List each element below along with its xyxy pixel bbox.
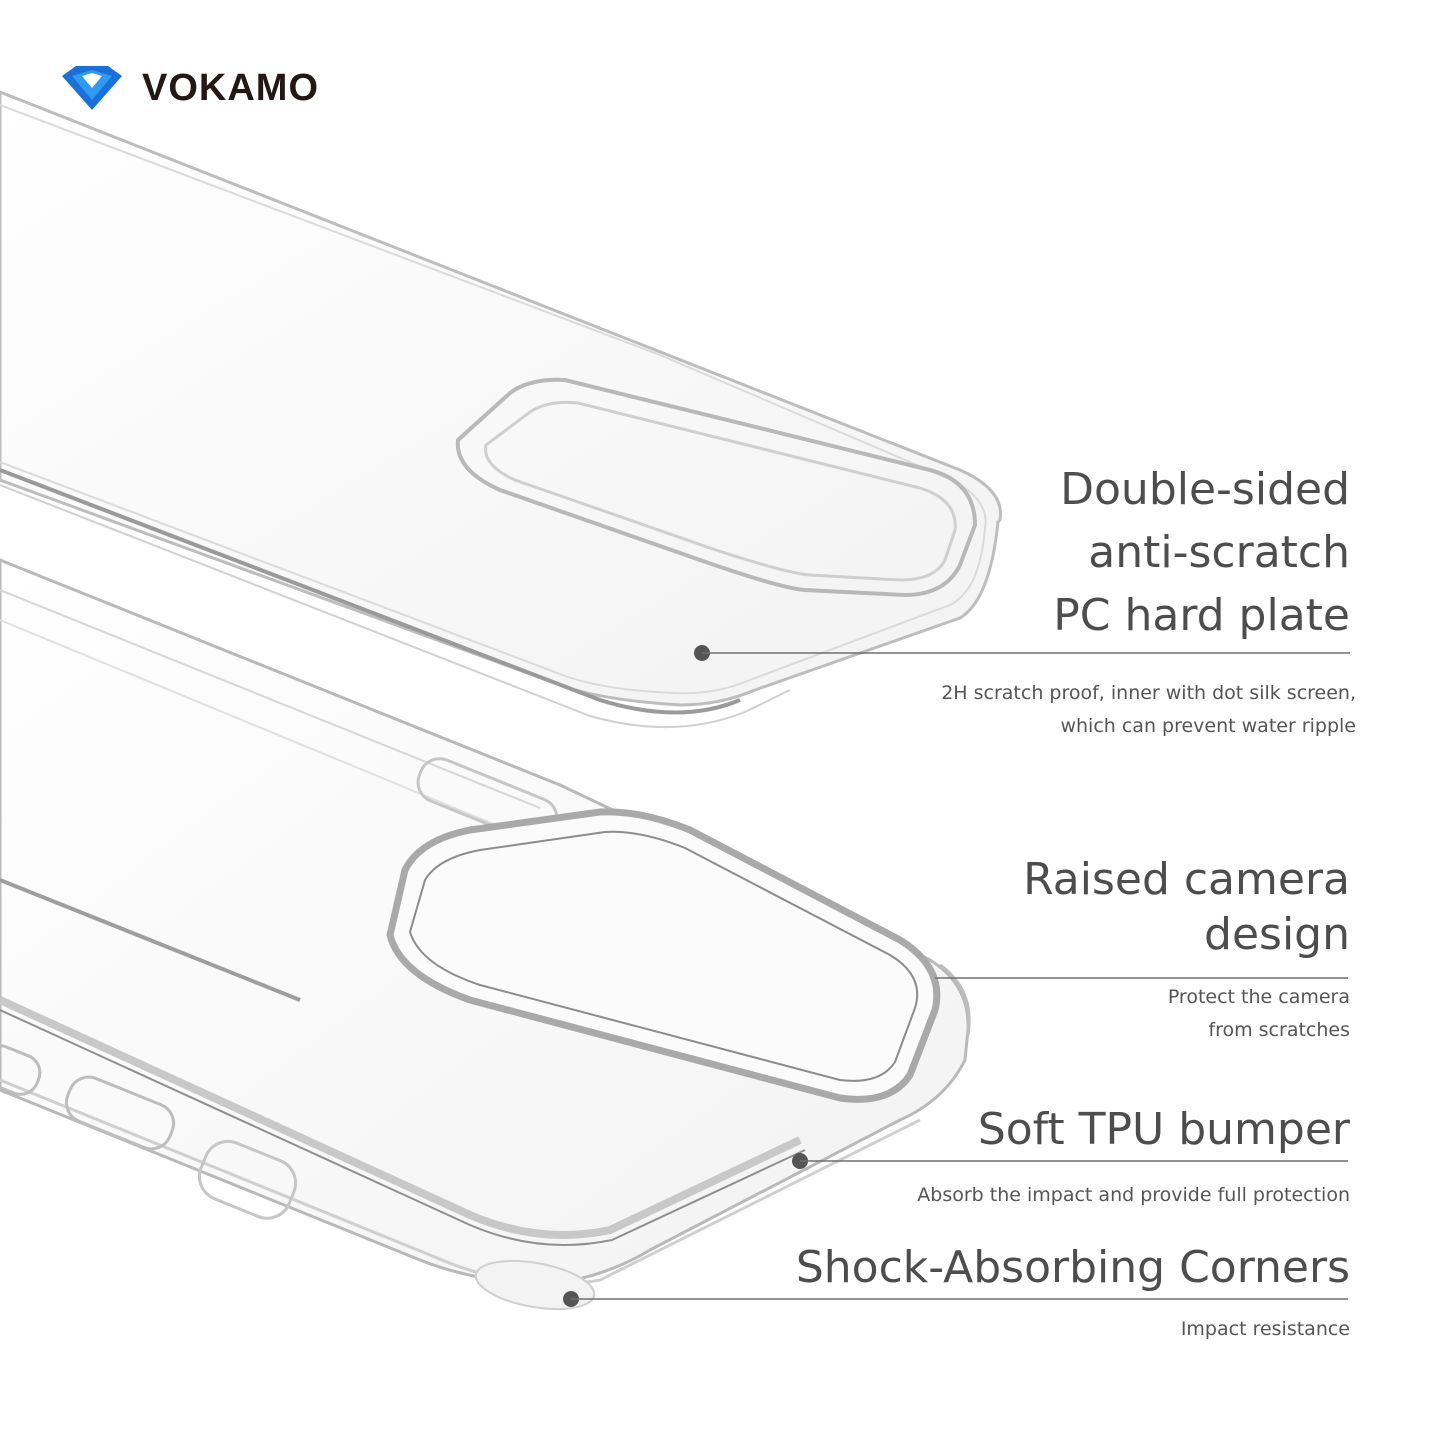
diamond-icon xyxy=(62,66,122,110)
feature-title-line: design xyxy=(1204,909,1350,960)
feature-title: Raised camera design xyxy=(1023,852,1350,962)
feature-title-line: PC hard plate xyxy=(1053,590,1350,641)
feature-description: Absorb the impact and provide full prote… xyxy=(917,1179,1350,1212)
feature-tpu-bumper: Soft TPU bumper Absorb the impact and pr… xyxy=(917,1098,1350,1212)
feature-description: 2H scratch proof, inner with dot silk sc… xyxy=(941,677,1356,743)
feature-title: Double-sided anti-scratch PC hard plate xyxy=(941,458,1350,647)
feature-title-line: Shock-Absorbing Corners xyxy=(795,1242,1350,1293)
feature-title: Shock-Absorbing Corners xyxy=(796,1236,1350,1299)
feature-title-line: Double-sided xyxy=(1060,464,1350,515)
feature-desc-line: Impact resistance xyxy=(1180,1318,1350,1340)
feature-description: Protect the camera from scratches xyxy=(1023,981,1350,1047)
feature-shock-corners: Shock-Absorbing Corners Impact resistanc… xyxy=(796,1236,1350,1346)
feature-anti-scratch-plate: Double-sided anti-scratch PC hard plate … xyxy=(941,458,1356,743)
brand-logo: VOKAMO xyxy=(62,66,319,110)
pc-back-plate xyxy=(0,90,1002,729)
callout-lines xyxy=(563,645,1350,1307)
feature-desc-line: Protect the camera xyxy=(1167,986,1350,1008)
feature-desc-line: Absorb the impact and provide full prote… xyxy=(917,1184,1350,1206)
feature-title-line: Raised camera xyxy=(1023,854,1350,905)
feature-desc-line: which can prevent water ripple xyxy=(1060,715,1356,737)
feature-raised-camera: Raised camera design Protect the camera … xyxy=(1023,852,1350,1047)
raised-camera-ring xyxy=(386,808,971,1103)
feature-desc-line: from scratches xyxy=(1208,1019,1350,1041)
back-plate-camera-cutout xyxy=(455,377,978,598)
feature-desc-line: 2H scratch proof, inner with dot silk sc… xyxy=(941,682,1356,704)
brand-name: VOKAMO xyxy=(142,66,319,109)
feature-title: Soft TPU bumper xyxy=(917,1098,1350,1161)
feature-title-line: Soft TPU bumper xyxy=(977,1104,1350,1155)
feature-description: Impact resistance xyxy=(796,1313,1350,1346)
feature-title-line: anti-scratch xyxy=(1088,527,1350,578)
